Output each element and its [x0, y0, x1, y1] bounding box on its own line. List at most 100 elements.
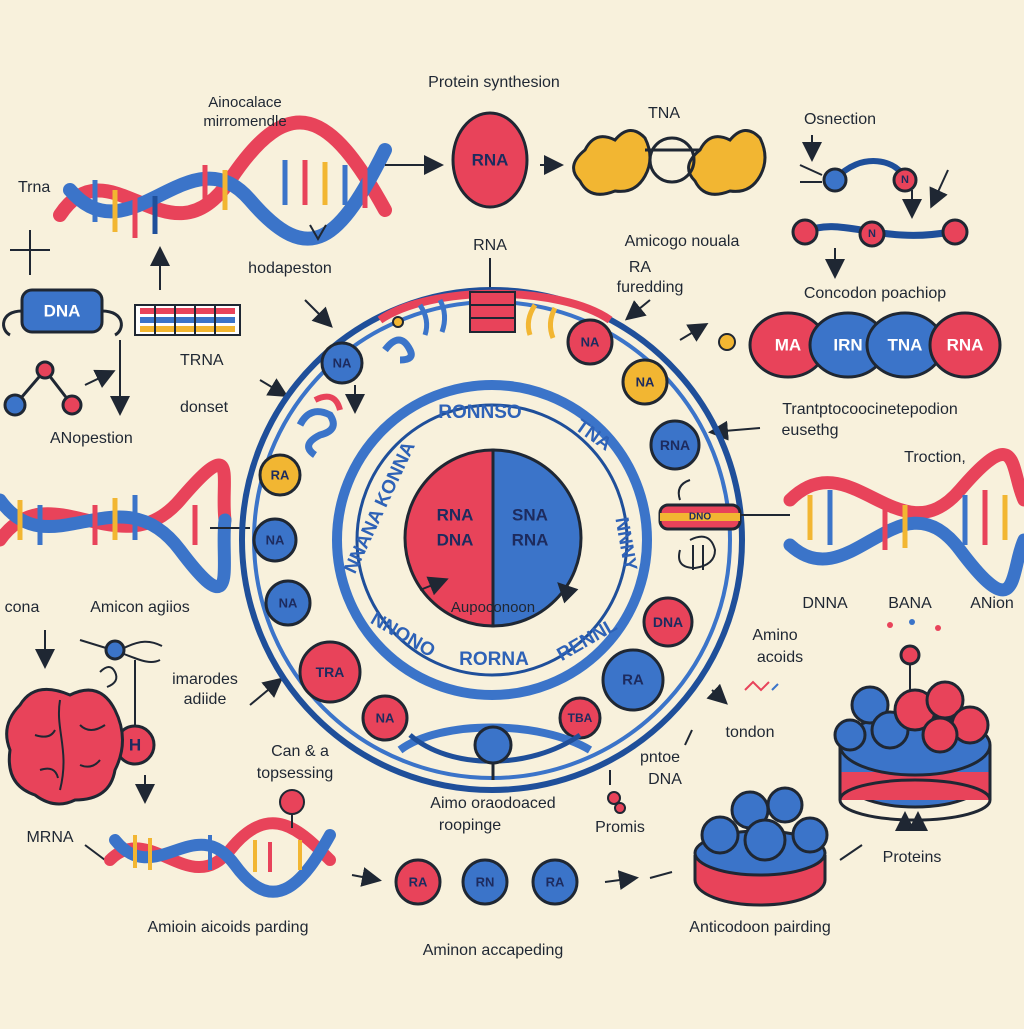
arrow-to-ring-top — [304, 299, 333, 328]
label-furedding: furedding — [617, 279, 684, 296]
ring-node-5-label: NA — [266, 533, 285, 548]
ring-node-3-label: RNA — [660, 437, 690, 453]
label-troction: Troction, — [904, 449, 966, 466]
label-rna-below: RNA — [473, 237, 507, 254]
ring-bottom-segment — [397, 723, 593, 780]
label-anopestion: ANopestion — [50, 430, 133, 447]
ring-node-10: TBA — [558, 696, 602, 740]
label-amino-1: Amino — [752, 627, 797, 644]
ring-node-3: NA — [621, 358, 669, 406]
label-amico-nouala: Amicogo nouala — [625, 233, 740, 250]
label-hodapeston: hodapeston — [248, 260, 332, 277]
arrow-osn-3 — [929, 169, 949, 209]
label-dnna: DNNA — [802, 595, 848, 612]
organ-icon — [5, 687, 124, 806]
osn-node-1: N — [901, 174, 909, 186]
label-promis: Promis — [595, 819, 645, 836]
bracket-icon — [10, 230, 50, 275]
arrow-amino — [706, 683, 728, 705]
arrow-center-left — [419, 576, 449, 596]
molecule-left — [3, 360, 83, 417]
ring-node-4-label: RA — [271, 468, 290, 483]
ring-node-12-label: NA — [636, 375, 655, 390]
arrow-to-bottom-chain — [351, 867, 382, 887]
label-pntoe: pntoe — [640, 749, 680, 766]
connector-proteins — [839, 844, 863, 861]
h-node-label: H — [129, 736, 141, 755]
promis-marker-icon — [607, 770, 626, 814]
arrow-molecule — [84, 369, 116, 388]
center-left-top: RNA — [437, 506, 474, 525]
osn-node-2: N — [868, 228, 876, 240]
ring-node-10-label: DNA — [653, 614, 683, 630]
tick-tondon — [684, 729, 693, 746]
ring-text-bottom-left: NNONO — [367, 608, 439, 662]
ring-node-6: NA — [252, 517, 298, 563]
amino-squiggle-icon — [744, 680, 779, 692]
title: Protein synthesion — [428, 74, 560, 91]
label-trna-mid: TRNA — [180, 352, 224, 369]
ring-node-8: TRA — [298, 640, 362, 704]
ring-node-6-label: NA — [279, 596, 298, 611]
dna-helix-top-left — [53, 115, 392, 246]
connector-mrna — [84, 844, 106, 861]
ring-top-segment — [377, 289, 613, 339]
chevron-down-icon — [309, 224, 327, 242]
ring-node-1: NA — [320, 341, 364, 385]
label-transpto-1: Trantptocoocinetepodion — [782, 401, 958, 418]
rna-node-top-label: RNA — [472, 151, 509, 170]
caption-ainocalace: Ainocalace — [208, 94, 281, 111]
label-amino-2: acoids — [757, 649, 803, 666]
bottom-chain: RA RN RA — [394, 858, 579, 906]
label-anticodoon: Anticodoon pairding — [689, 919, 830, 936]
ring-node-7-label: TRA — [316, 664, 345, 680]
label-aimo-1: Aimo oraodoaced — [430, 795, 555, 812]
label-amioin: Amioin aicoids parding — [148, 919, 309, 936]
ring-node-12: RA — [601, 648, 665, 712]
label-ra: RA — [629, 259, 652, 276]
label-proteins: Proteins — [883, 849, 942, 866]
label-aimo-2: roopinge — [439, 817, 501, 834]
chain-node-1: MA — [775, 336, 801, 355]
arrow-imarodes — [249, 677, 284, 706]
label-topsessing: topsessing — [257, 765, 334, 782]
label-transpto-2: eusethg — [782, 422, 839, 439]
arrow-chain-to-ribosome — [604, 870, 639, 891]
pink-ball-icon — [279, 789, 305, 828]
nucleotide-bars — [134, 304, 241, 336]
dna-helix-right — [783, 448, 1024, 597]
label-puposition: Aupoconoon — [451, 599, 535, 616]
small-molecule-mid — [79, 639, 163, 688]
arrow-to-ring — [259, 378, 289, 398]
ring-text-bottom: RORNA — [459, 649, 529, 670]
dna-helix-bottom — [104, 817, 336, 898]
chain-node-4: RNA — [947, 336, 984, 355]
ring-node-2: NA — [566, 318, 614, 366]
bottom-chain-3: RA — [546, 875, 565, 890]
ring-node-7: NA — [264, 579, 312, 627]
codon-chain-right: MA IRN TNA RNA — [718, 311, 1002, 379]
chain-node-3: TNA — [888, 336, 923, 355]
protein-complex-right — [833, 644, 992, 822]
arrow-to-chain — [679, 322, 709, 342]
caption-mirromendle: mirromendle — [203, 113, 286, 130]
ring-clamp: DNO — [658, 479, 742, 570]
clamp-label: DNO — [689, 512, 711, 523]
ring-node-5: RA — [258, 453, 302, 497]
label-bana: BANA — [888, 595, 932, 612]
center-left-bottom: DNA — [437, 531, 474, 550]
trna-squiggle — [296, 316, 415, 458]
label-osnection: Osnection — [804, 111, 876, 128]
ring-text-top: RONNSO — [438, 402, 521, 423]
arrow-fureding — [624, 299, 651, 321]
ribosome-bottom — [693, 786, 829, 907]
ring-node-11: DNA — [642, 596, 694, 648]
center-right-bottom: RNA — [512, 531, 549, 550]
dna-box: DNA — [2, 288, 123, 337]
ring-node-8-label: NA — [376, 711, 395, 726]
ring-text-right: NNNY — [610, 516, 640, 573]
ring-node-1-label: NA — [333, 356, 352, 371]
label-dna-right: DNA — [648, 771, 682, 788]
